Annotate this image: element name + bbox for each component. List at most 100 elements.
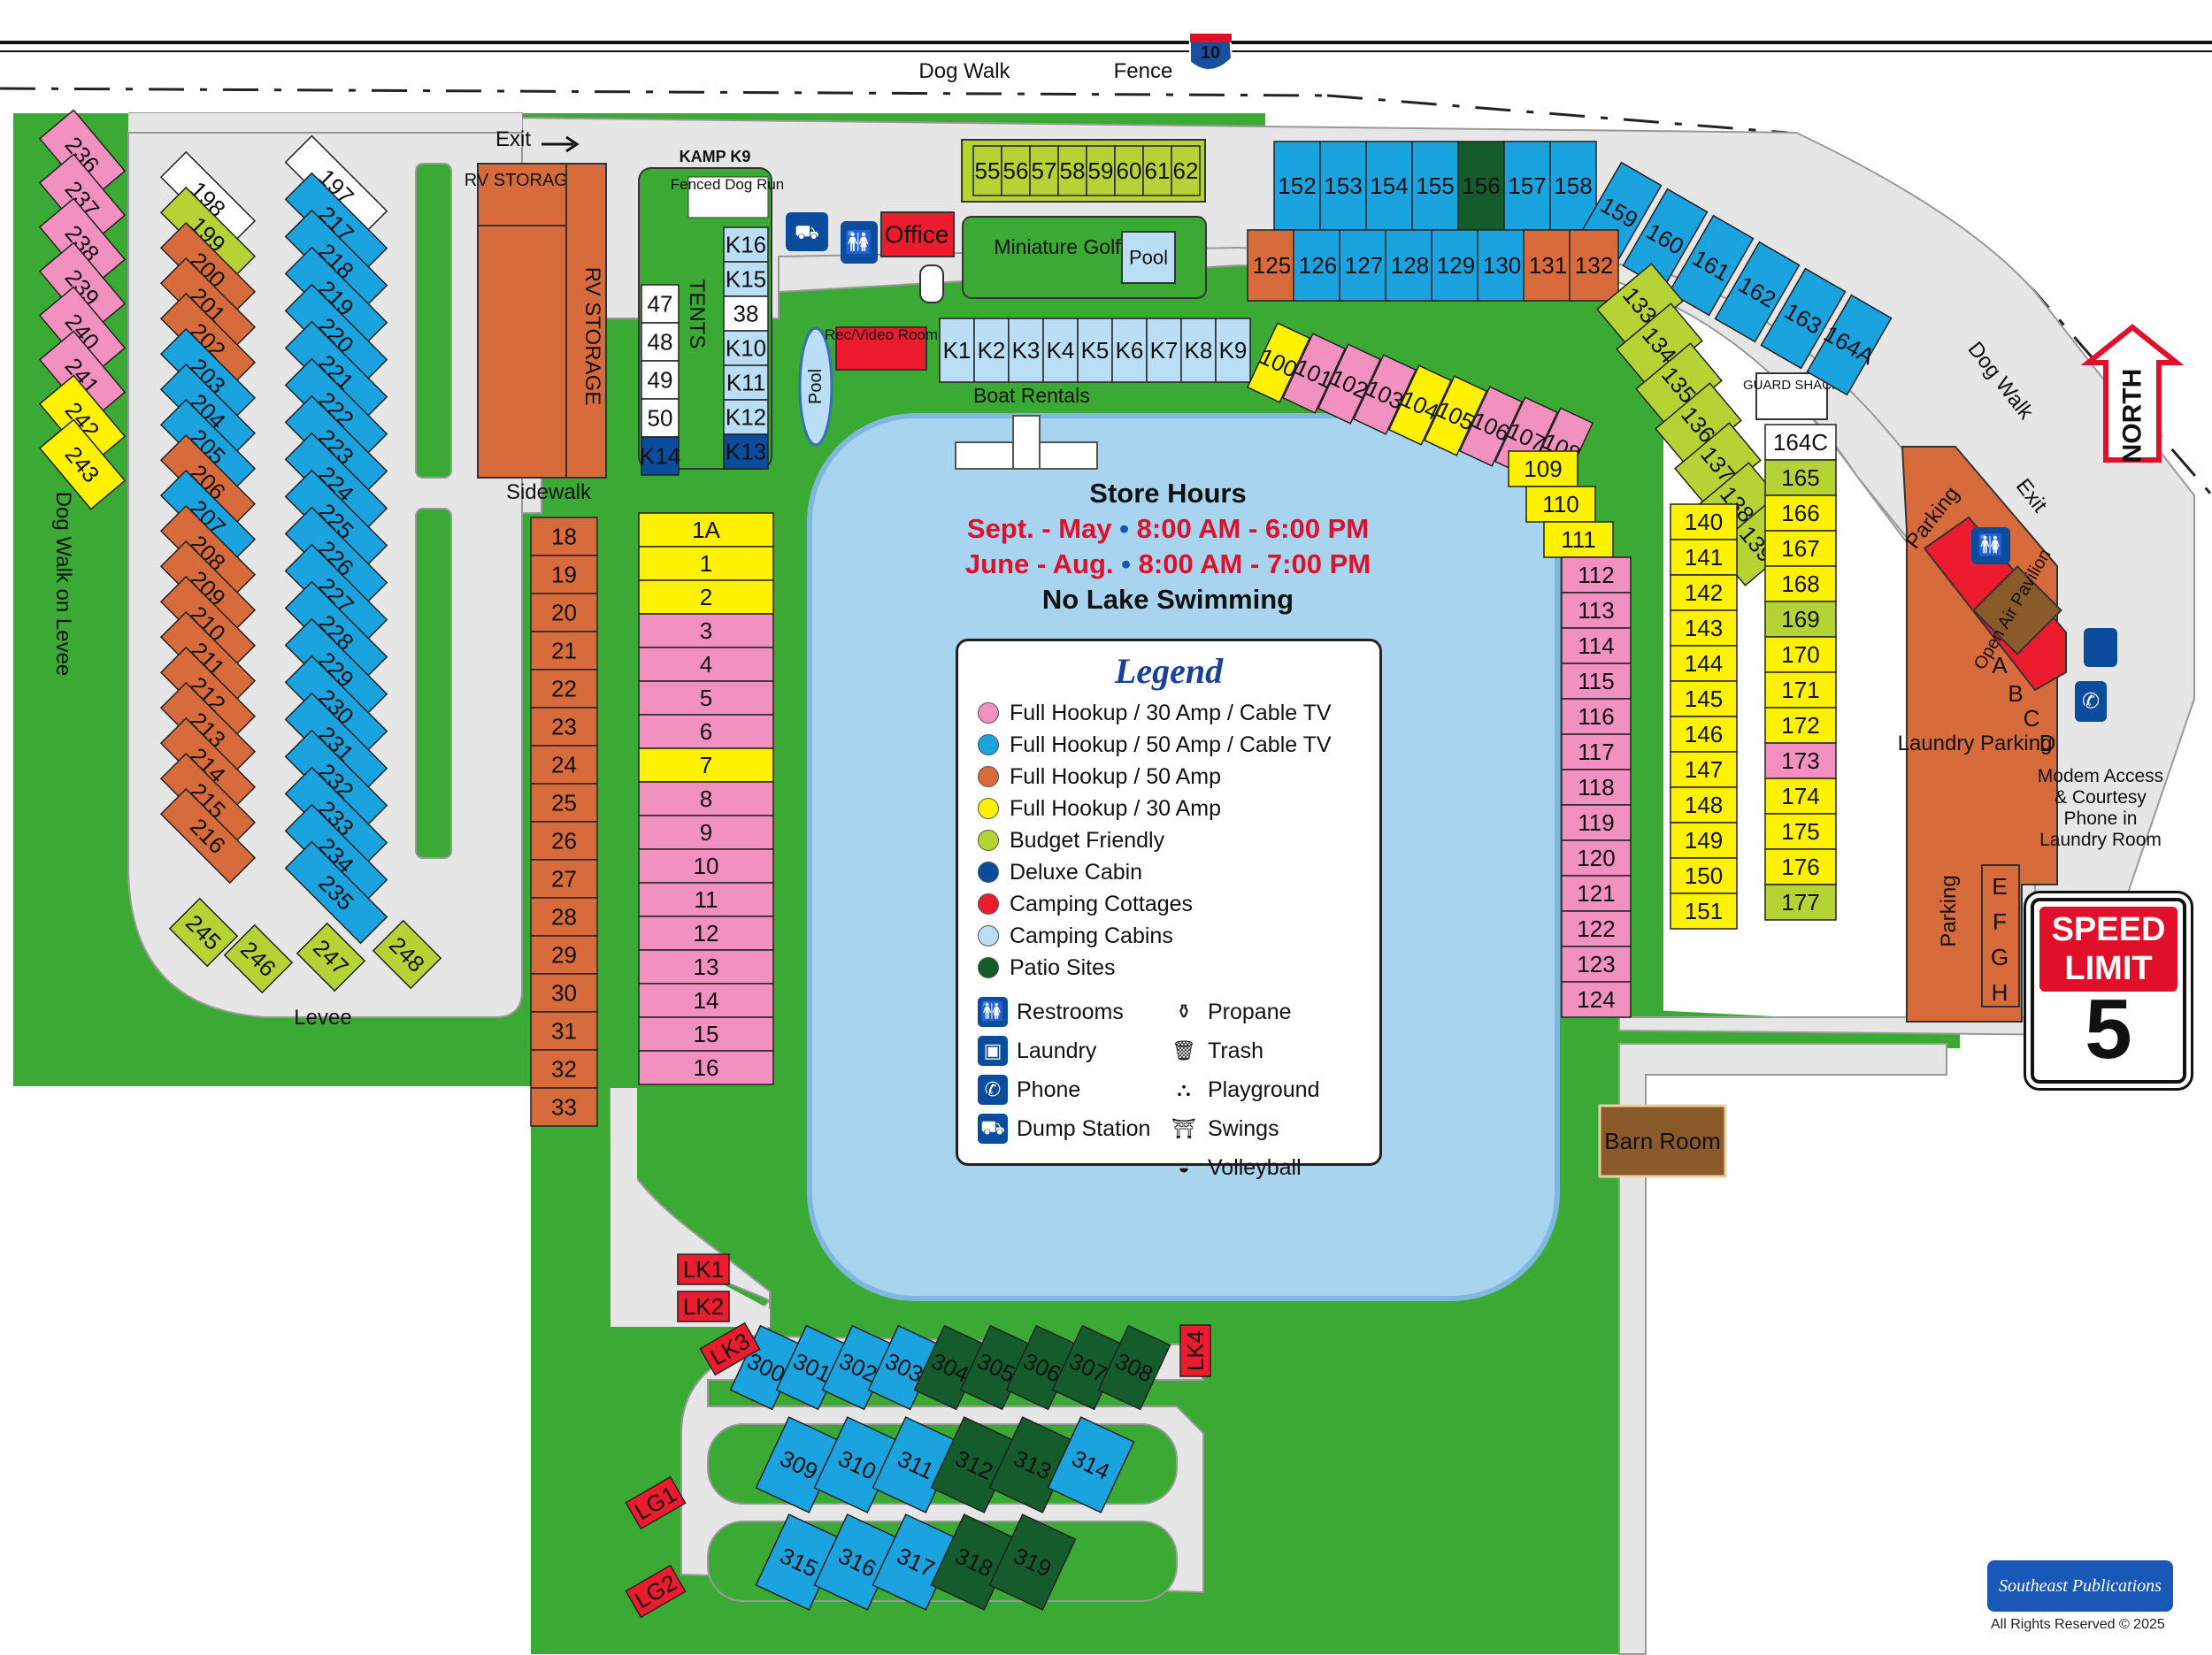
campsite-301[interactable]: 301 — [775, 1324, 849, 1411]
campsite-171[interactable]: 171 — [1764, 671, 1837, 709]
campsite-120[interactable]: 120 — [1561, 839, 1632, 877]
campsite-22[interactable]: 22 — [530, 669, 598, 709]
campsite-K1[interactable]: K1 — [939, 318, 975, 383]
campsite-155[interactable]: 155 — [1411, 141, 1459, 231]
campsite-21[interactable]: 21 — [530, 631, 598, 670]
campsite-243[interactable]: 243 — [38, 418, 127, 510]
campsite-144[interactable]: 144 — [1670, 645, 1738, 682]
campsite-49[interactable]: 49 — [641, 360, 680, 400]
campsite-31[interactable]: 31 — [530, 1011, 598, 1051]
campsite-128[interactable]: 128 — [1385, 229, 1435, 302]
campsite-156[interactable]: 156 — [1457, 141, 1505, 231]
campsite-164A[interactable]: 164A — [1804, 294, 1895, 397]
campsite-314[interactable]: 314 — [1047, 1416, 1135, 1513]
campsite-7[interactable]: 7 — [638, 747, 774, 783]
campsite-K10[interactable]: K10 — [723, 330, 769, 366]
campsite-161[interactable]: 161 — [1668, 214, 1755, 317]
campsite-246[interactable]: 246 — [223, 923, 294, 994]
campsite-56[interactable]: 56 — [1001, 145, 1031, 196]
campsite-141[interactable]: 141 — [1670, 539, 1738, 576]
campsite-317[interactable]: 317 — [872, 1513, 960, 1611]
campsite-11[interactable]: 11 — [638, 882, 774, 917]
campsite-130[interactable]: 130 — [1477, 229, 1527, 302]
campsite-153[interactable]: 153 — [1319, 141, 1367, 231]
campsite-225[interactable]: 225 — [284, 469, 388, 573]
campsite-127[interactable]: 127 — [1339, 229, 1389, 302]
campsite-3[interactable]: 3 — [638, 613, 774, 648]
campsite-172[interactable]: 172 — [1764, 707, 1837, 744]
campsite-4[interactable]: 4 — [638, 647, 774, 682]
campsite-K2[interactable]: K2 — [973, 318, 1010, 383]
campsite-47[interactable]: 47 — [641, 284, 680, 324]
campsite-248[interactable]: 248 — [372, 919, 442, 990]
campsite-165[interactable]: 165 — [1764, 459, 1837, 496]
campsite-119[interactable]: 119 — [1561, 804, 1632, 841]
campsite-LK1[interactable]: LK1 — [677, 1253, 730, 1285]
campsite-104[interactable]: 104 — [1387, 364, 1453, 446]
campsite-157[interactable]: 157 — [1503, 141, 1551, 231]
campsite-38[interactable]: 38 — [723, 295, 769, 332]
campsite-149[interactable]: 149 — [1670, 822, 1738, 859]
campsite-167[interactable]: 167 — [1764, 530, 1837, 567]
campsite-55[interactable]: 55 — [972, 145, 1002, 196]
campsite-112[interactable]: 112 — [1561, 556, 1632, 594]
campsite-154[interactable]: 154 — [1365, 141, 1413, 231]
campsite-33[interactable]: 33 — [530, 1087, 598, 1127]
campsite-K4[interactable]: K4 — [1042, 318, 1079, 383]
campsite-124[interactable]: 124 — [1561, 981, 1632, 1018]
campsite-110[interactable]: 110 — [1525, 486, 1596, 523]
campsite-10[interactable]: 10 — [638, 848, 774, 884]
campsite-K6[interactable]: K6 — [1111, 318, 1148, 383]
campsite-166[interactable]: 166 — [1764, 494, 1837, 532]
campsite-K14[interactable]: K14 — [640, 436, 680, 476]
campsite-123[interactable]: 123 — [1561, 946, 1632, 983]
campsite-170[interactable]: 170 — [1764, 636, 1837, 673]
campsite-LK4[interactable]: LK4 — [1179, 1324, 1211, 1377]
campsite-125[interactable]: 125 — [1247, 229, 1297, 302]
campsite-16[interactable]: 16 — [638, 1050, 774, 1085]
campsite-30[interactable]: 30 — [530, 973, 598, 1013]
campsite-122[interactable]: 122 — [1561, 910, 1632, 947]
campsite-117[interactable]: 117 — [1561, 733, 1632, 770]
campsite-2[interactable]: 2 — [638, 579, 774, 615]
campsite-12[interactable]: 12 — [638, 916, 774, 951]
campsite-177[interactable]: 177 — [1764, 884, 1837, 921]
campsite-106[interactable]: 106 — [1458, 386, 1524, 467]
campsite-28[interactable]: 28 — [530, 897, 598, 937]
campsite-8[interactable]: 8 — [638, 781, 774, 816]
campsite-151[interactable]: 151 — [1670, 893, 1738, 930]
campsite-61[interactable]: 61 — [1142, 145, 1172, 196]
campsite-60[interactable]: 60 — [1114, 145, 1144, 196]
campsite-158[interactable]: 158 — [1549, 141, 1597, 231]
campsite-19[interactable]: 19 — [530, 555, 598, 594]
campsite-146[interactable]: 146 — [1670, 716, 1738, 753]
campsite-126[interactable]: 126 — [1293, 229, 1343, 302]
campsite-109[interactable]: 109 — [1508, 450, 1578, 487]
campsite-K16[interactable]: K16 — [723, 226, 769, 263]
campsite-313[interactable]: 313 — [988, 1416, 1077, 1513]
campsite-K5[interactable]: K5 — [1077, 318, 1113, 383]
campsite-164C[interactable]: 164C — [1764, 424, 1837, 461]
campsite-111[interactable]: 111 — [1543, 521, 1614, 558]
campsite-LK2[interactable]: LK2 — [677, 1291, 730, 1322]
campsite-K13[interactable]: K13 — [723, 433, 769, 470]
campsite-100[interactable]: 100 — [1246, 322, 1311, 403]
campsite-137[interactable]: 137 — [1674, 422, 1762, 507]
campsite-247[interactable]: 247 — [296, 922, 366, 992]
campsite-131[interactable]: 131 — [1523, 229, 1573, 302]
campsite-15[interactable]: 15 — [638, 1016, 774, 1052]
campsite-27[interactable]: 27 — [530, 859, 598, 899]
campsite-168[interactable]: 168 — [1764, 565, 1837, 602]
campsite-148[interactable]: 148 — [1670, 786, 1738, 824]
campsite-K8[interactable]: K8 — [1180, 318, 1217, 383]
campsite-62[interactable]: 62 — [1171, 145, 1201, 196]
campsite-K7[interactable]: K7 — [1146, 318, 1182, 383]
campsite-129[interactable]: 129 — [1431, 229, 1481, 302]
campsite-103[interactable]: 103 — [1352, 354, 1417, 435]
campsite-24[interactable]: 24 — [530, 745, 598, 785]
campsite-311[interactable]: 311 — [872, 1416, 960, 1513]
campsite-14[interactable]: 14 — [638, 983, 774, 1018]
campsite-5[interactable]: 5 — [638, 680, 774, 716]
campsite-9[interactable]: 9 — [638, 815, 774, 850]
campsite-20[interactable]: 20 — [530, 593, 598, 632]
